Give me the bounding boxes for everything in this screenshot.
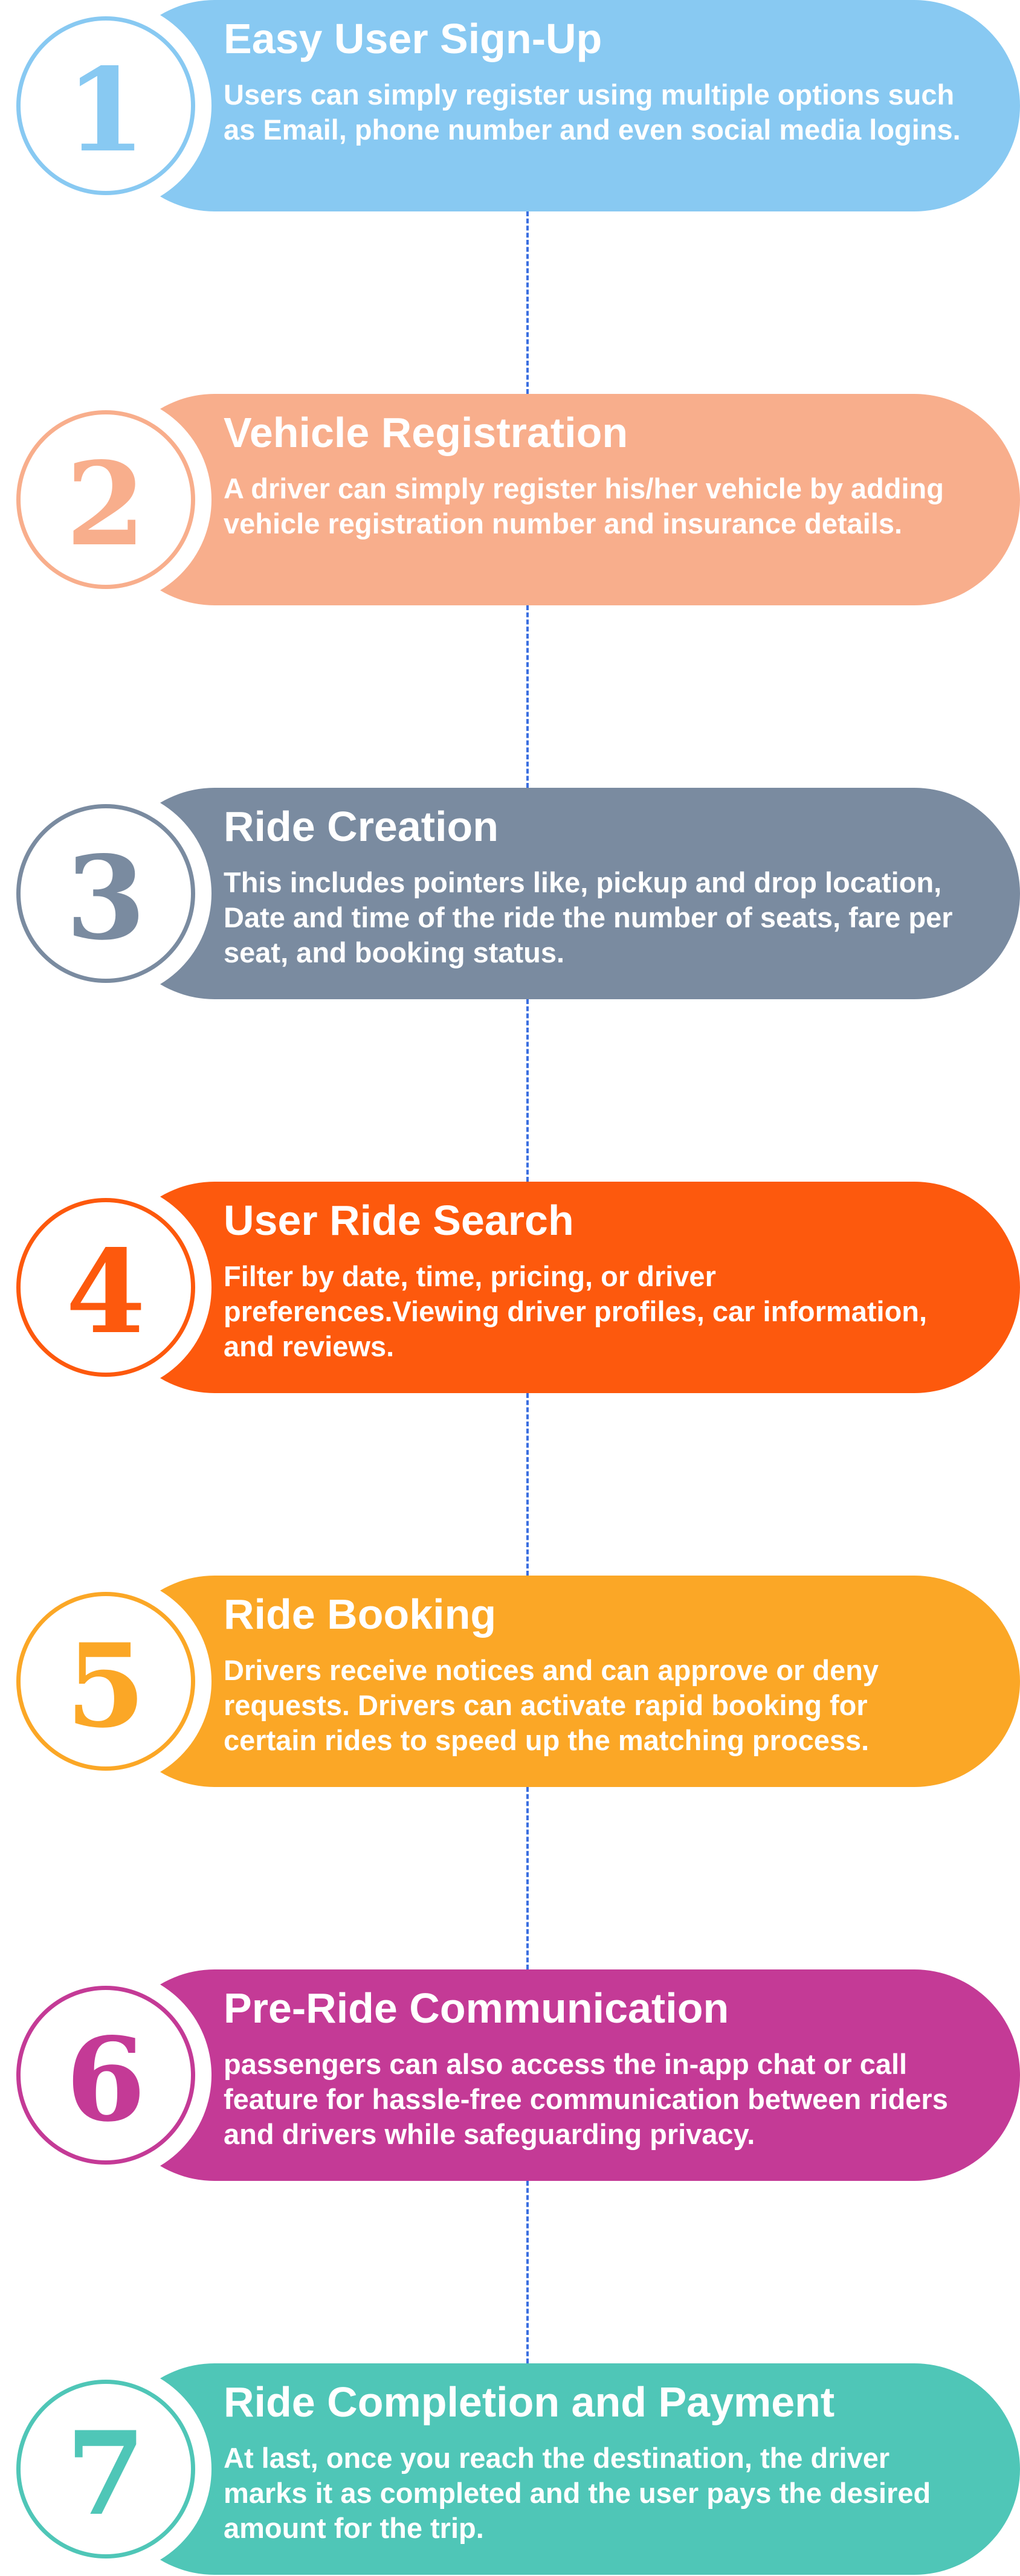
connector-line-6 bbox=[526, 2181, 529, 2363]
step-1-title: Easy User Sign-Up bbox=[224, 15, 602, 62]
connector-line-3 bbox=[526, 999, 529, 1182]
step-2-number: 2 bbox=[65, 437, 146, 572]
connector-line-2 bbox=[526, 605, 529, 788]
step-3-title: Ride Creation bbox=[224, 803, 499, 850]
step-3-banner bbox=[109, 788, 1020, 999]
step-2-number-badge: 2 bbox=[16, 410, 195, 589]
step-4: 4 User Ride Search Filter by date, time,… bbox=[0, 1182, 1020, 1393]
step-3-number-badge: 3 bbox=[16, 804, 195, 983]
step-6-title: Pre-Ride Communication bbox=[224, 1985, 729, 2032]
step-4-banner bbox=[109, 1182, 1020, 1393]
step-5-title: Ride Booking bbox=[224, 1591, 497, 1638]
step-5: 5 Ride Booking Drivers receive notices a… bbox=[0, 1576, 1020, 1787]
step-2-banner bbox=[109, 394, 1020, 605]
step-2-title: Vehicle Registration bbox=[224, 409, 628, 456]
step-4-description: Filter by date, time, pricing, or driver… bbox=[224, 1260, 928, 1362]
step-3-description: This includes pointers like, pickup and … bbox=[224, 866, 953, 968]
step-6-description: passengers can also access the in-app ch… bbox=[224, 2048, 948, 2150]
step-2-description: A driver can simply register his/her veh… bbox=[224, 472, 944, 539]
step-6-number: 6 bbox=[65, 2012, 146, 2147]
step-7-title: Ride Completion and Payment bbox=[224, 2378, 835, 2426]
step-6: 6 Pre-Ride Communication passengers can … bbox=[0, 1969, 1020, 2181]
step-1-banner bbox=[109, 0, 1020, 211]
step-7: 7 Ride Completion and Payment At last, o… bbox=[0, 2363, 1020, 2575]
step-4-number-badge: 4 bbox=[16, 1198, 195, 1377]
step-1-number: 1 bbox=[65, 43, 146, 178]
step-4-number: 4 bbox=[65, 1225, 146, 1359]
step-6-banner bbox=[109, 1969, 1020, 2181]
step-2: 2 Vehicle Registration A driver can simp… bbox=[0, 394, 1020, 605]
step-1-description: Users can simply register using multiple… bbox=[224, 79, 961, 146]
connector-line-1 bbox=[526, 211, 529, 394]
step-6-number-badge: 6 bbox=[16, 1986, 195, 2165]
step-5-number: 5 bbox=[65, 1618, 146, 1753]
step-7-number: 7 bbox=[65, 2406, 146, 2541]
connector-line-5 bbox=[526, 1787, 529, 1969]
step-1: 1 Easy User Sign-Up Users can simply reg… bbox=[0, 0, 1020, 211]
connector-line-4 bbox=[526, 1393, 529, 1576]
step-1-number-badge: 1 bbox=[16, 16, 195, 195]
step-5-number-badge: 5 bbox=[16, 1592, 195, 1771]
step-7-banner bbox=[109, 2363, 1020, 2575]
step-5-description: Drivers receive notices and can approve … bbox=[224, 1654, 879, 1756]
step-7-description: At last, once you reach the destination,… bbox=[224, 2442, 931, 2544]
step-5-banner bbox=[109, 1576, 1020, 1787]
step-3-number: 3 bbox=[65, 831, 146, 965]
step-4-title: User Ride Search bbox=[224, 1197, 574, 1244]
step-7-number-badge: 7 bbox=[16, 2380, 195, 2558]
step-3: 3 Ride Creation This includes pointers l… bbox=[0, 788, 1020, 999]
